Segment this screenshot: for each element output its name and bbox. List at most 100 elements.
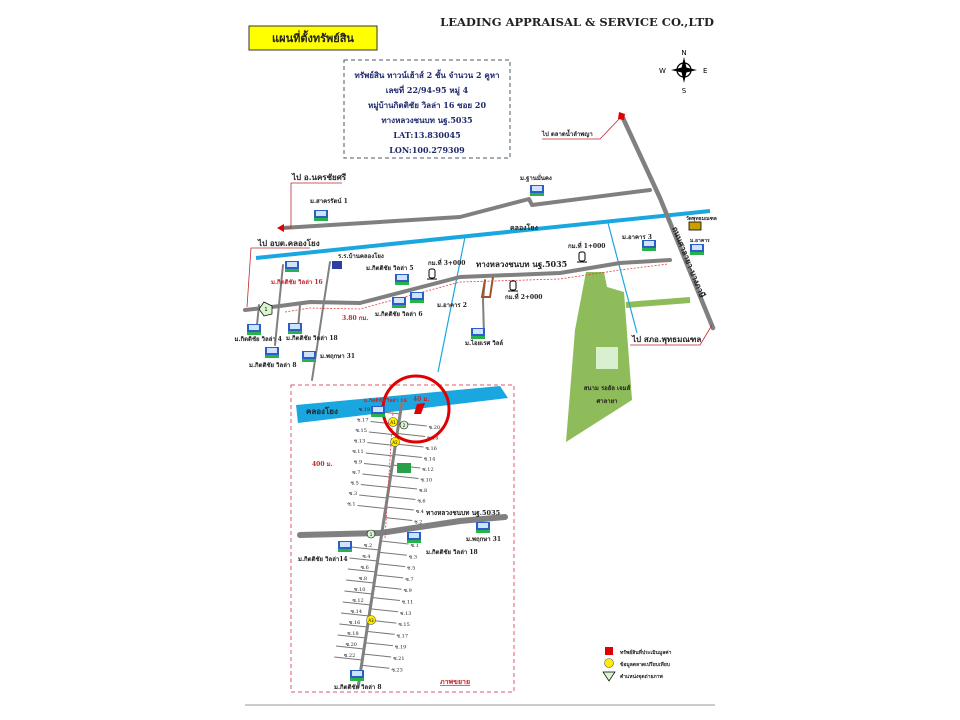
soi-road [337,634,366,639]
village-icon [476,522,490,533]
soi-label: ซ.1 [411,543,419,549]
soi-road [368,431,397,436]
soi-road [357,505,386,509]
label-canal: คลองโยง [510,223,538,232]
soi-label: ซ.10 [354,587,365,593]
soi-label: ซ.12 [422,467,433,473]
info-line: หมู่บ้านกิตติชัย วิลล่า 16 ซอย 20 [368,100,486,111]
km-post-icon [576,251,588,263]
comparable-a2-label: A2 [392,440,398,445]
map-title: แผนที่ตั้งทรัพย์สิน [272,30,354,45]
compass-e: E [703,67,707,75]
soi-road [390,475,419,479]
soi-label: ซ.19 [359,407,370,413]
soi-label: ซ.5 [351,481,359,487]
company-name: LEADING APPRAISAL & SERVICE CO.,LTD [440,15,714,29]
soi-label: ซ.14 [351,609,362,615]
property-info-box [343,59,511,159]
photo-point-2-icon [399,420,409,430]
soi-label: ซ.23 [391,667,402,673]
inset-frame [290,384,515,693]
label-village: ม.อาคาร 3 [622,234,652,241]
soi-label: ซ.19 [395,645,406,651]
soi-road [335,645,365,650]
soi-road [365,452,394,457]
pointer-line [282,182,342,229]
soi-label: ซ.15 [356,428,367,434]
label-village: ม.อาคาร [690,238,710,244]
photo-point-1-icon [366,529,376,539]
inset-label-village: ม.กิตติชัย วิลล่า 16 [364,397,408,404]
village-icon [530,185,544,196]
village-icon [395,274,409,285]
route-distance-line [284,263,669,313]
soi-road [340,612,370,617]
label-village-property: ม.กิตติชัย วิลล่า 16 [271,278,323,286]
arrow-icon [618,112,625,120]
soi-label: ซ.2 [414,520,422,526]
soi-label: ซ.4 [362,554,370,560]
temple-icon [688,221,702,231]
inset-label-400m: 400 ม. [312,461,333,468]
label-village: ม.กิตติชัย วิลล่า 8 [249,361,297,369]
village-icon [247,324,261,335]
soi-label: ซ.6 [417,499,425,505]
soi-label: ซ.2 [364,543,372,549]
soi-label: ซ.20 [429,425,440,431]
soi-road [344,590,373,595]
legend-label: ทรัพย์สินที่ประเมินมูลค่า [620,648,672,657]
soi-label: ซ.13 [400,611,411,617]
soi-label: ซ.8 [359,576,367,582]
soi-road [349,557,378,562]
soi-road [370,608,399,613]
compass-icon: N S E W [659,49,707,95]
soi-road [378,551,407,556]
pointer-line [630,324,713,346]
legend: ทรัพย์สินที่ประเมินมูลค่า ข้อมูลตลาดเปรี… [602,647,672,682]
soi-label: ซ.5 [407,566,415,572]
village-icon [690,244,704,255]
soi-road [395,443,424,448]
village-icon [288,323,302,334]
soi-label: ซ.12 [352,598,363,604]
soi-label: ซ.7 [405,577,413,583]
soi-road [347,568,376,573]
title-box [248,25,378,51]
village-icon [338,541,352,552]
village-icon [314,210,328,221]
road-north [280,188,652,230]
inset-highway [297,514,508,538]
comparable-a3-label: A3 [368,618,374,623]
soi-road [363,653,392,658]
photo-point-icon [258,301,273,317]
inset-label-village: ม.พฤกษา 31 [466,536,501,543]
soi-label: ซ.17 [397,633,408,639]
village-icon [302,351,316,362]
soi-label: ซ.3 [349,491,357,497]
label-km: กม.ที่ 1+000 [568,241,605,250]
soi-road [371,597,400,601]
label-village: ม.อาคาร 2 [437,302,467,309]
label-village: ม.กิตติชัย วิลล่า 4 [234,335,282,343]
label-to-nakhonchaisi: ไป อ.นครชัยศรี [291,172,347,182]
legend-red-square-icon [605,647,613,655]
soi-label: ซ.15 [398,622,409,628]
soi-road [342,601,371,606]
label-golf: ศาลายา [596,398,617,405]
photo-point-1-label: 1 [370,532,373,537]
latitude: LAT:13.830045 [393,130,460,140]
village-icon [407,532,421,543]
soi-road [364,463,393,467]
arrow-icon [277,224,284,232]
soi-label: ซ.10 [421,478,432,484]
soi-label: ซ.21 [393,656,404,662]
label-to-lamphaya: ไป ตลาดน้ำลำพญา [541,128,593,138]
info-line: ทางหลวงชนบท นฐ.5035 [381,115,472,126]
label-to-police: ไป สภอ.พุทธมณฑล [631,334,701,345]
soi-label: ซ.16 [349,620,360,626]
soi-label: ซ.11 [352,449,363,455]
label-distance: 3.80 กม. [342,315,368,322]
soi-road [366,630,395,635]
village-icon [642,240,656,251]
label-village: ม.พฤกษา 31 [320,353,355,360]
